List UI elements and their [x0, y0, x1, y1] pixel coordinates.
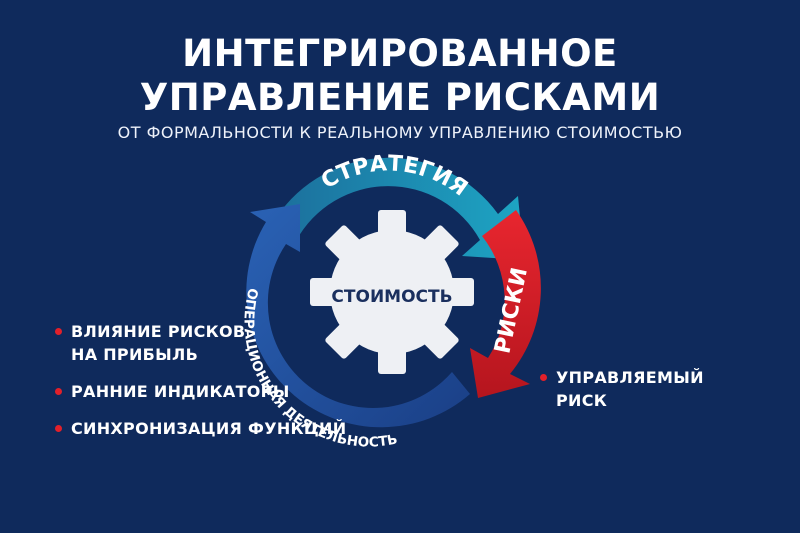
- center-label: СТОИМОСТЬ: [331, 287, 452, 307]
- list-item: РАННИЕ ИНДИКАТОРЫ: [55, 380, 346, 403]
- bullet-dot-icon: [540, 374, 547, 381]
- bullet-dot-icon: [55, 388, 62, 395]
- list-item: СИНХРОНИЗАЦИЯ ФУНКЦИЙ: [55, 417, 346, 440]
- bullet-list-left: ВЛИЯНИЕ РИСКОВ НА ПРИБЫЛЬ РАННИЕ ИНДИКАТ…: [55, 320, 346, 454]
- title-line-2: УПРАВЛЕНИЕ РИСКАМИ: [139, 76, 661, 119]
- arrow-strategy: [276, 157, 524, 260]
- title-line-1: ИНТЕГРИРОВАННОЕ: [182, 32, 618, 75]
- list-item: УПРАВЛЯЕМЫЙ РИСК: [540, 366, 704, 412]
- bullet-dot-icon: [55, 328, 62, 335]
- arrow-operations: [246, 204, 470, 428]
- bullet-dot-icon: [55, 425, 62, 432]
- page-title: ИНТЕГРИРОВАННОЕ УПРАВЛЕНИЕ РИСКАМИ: [0, 32, 800, 120]
- gear-icon: [310, 210, 474, 374]
- list-item: ВЛИЯНИЕ РИСКОВ НА ПРИБЫЛЬ: [55, 320, 346, 366]
- page-subtitle: ОТ ФОРМАЛЬНОСТИ К РЕАЛЬНОМУ УПРАВЛЕНИЮ С…: [117, 123, 683, 142]
- arrow-risks: [470, 210, 541, 398]
- bullet-managed-risk: УПРАВЛЯЕМЫЙ РИСК: [540, 366, 704, 426]
